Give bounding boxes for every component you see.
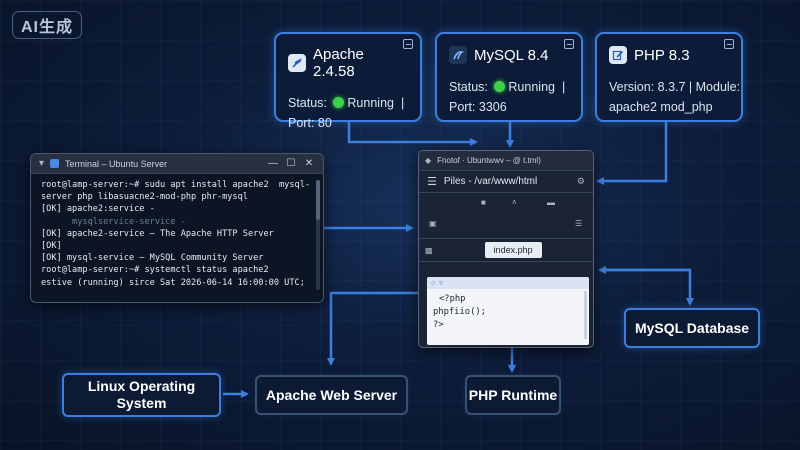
terminal-line: estive (running) sirce Sat 2026-06-14 16… [41, 277, 305, 288]
file-window-title: Fnotof · Ubuntwwv – @ t.tml) [437, 156, 541, 165]
terminal-window[interactable]: ▾ Terminal – Ubuntu Server — ☐ ✕ root@la… [30, 153, 324, 303]
apache-status-line: Status: Running | [288, 96, 405, 110]
ai-generated-badge: AI生成 [12, 11, 82, 39]
mysql-status-value: Running [508, 80, 555, 94]
toolbar-icon[interactable]: ▬ [547, 198, 555, 207]
linux-os-box[interactable]: Linux Operating System [62, 373, 221, 417]
maximize-icon[interactable]: ☐ [286, 158, 296, 169]
apache-web-server-box[interactable]: Apache Web Server [255, 375, 408, 415]
app-menu-icon[interactable]: ◆ [425, 156, 432, 165]
code-line: <?php [439, 294, 466, 304]
terminal-output[interactable]: root@lamp-server:~# sudu apt install apa… [31, 174, 323, 293]
terminal-app-icon [50, 159, 60, 168]
divider [419, 261, 593, 277]
mysql-database-box[interactable]: MySQL Database [624, 308, 760, 348]
filter-icon[interactable]: ▿ [439, 280, 443, 287]
apache-service-card[interactable]: Apache 2.4.58 Status: Running | Port: 80 [274, 32, 422, 130]
path-bar[interactable]: ☰ Piles - /var/www/html ⚙ [419, 171, 593, 193]
mysql-version-title: MySQL 8.4 [474, 46, 549, 64]
terminal-line: root@lamp-server:~# systemctl status apa… [41, 265, 269, 276]
current-path: Piles - /var/www/html [443, 176, 538, 187]
php-version-title: PHP 8.3 [634, 46, 690, 64]
settings-icon[interactable]: ⚙ [576, 176, 585, 186]
apache-feather-icon [288, 54, 306, 72]
terminal-line: root@lamp-server:~# sudu apt install apa… [41, 180, 311, 190]
tab-row: ▩ index.php [419, 239, 593, 261]
terminal-line: [OK] apache2-service – The Apache HTTP S… [41, 228, 274, 239]
close-icon[interactable]: ✕ [304, 158, 314, 169]
terminal-title: Terminal – Ubuntu Server [65, 158, 168, 169]
code-content[interactable]: <?php phpfiio(); ?> [427, 289, 589, 336]
toolbar-icon[interactable]: ■ [481, 198, 486, 207]
file-editor-window[interactable]: ◆ Fnotof · Ubuntwwv – @ t.tml) ☰ Piles -… [418, 150, 594, 348]
tab-index-php[interactable]: index.php [484, 242, 542, 258]
minimize-icon[interactable]: — [268, 158, 278, 169]
mysql-service-card[interactable]: MySQL 8.4 Status: Running | Port: 3306 [435, 32, 583, 122]
terminal-line: [OK] mysql-service – MySQL Community Ser… [41, 253, 264, 264]
status-green-icon [494, 81, 506, 92]
php-version-line: Version: 8.3.7 | Module: [609, 80, 741, 94]
wire-php-to-files [596, 122, 668, 185]
php-service-card[interactable]: PHP 8.3 Version: 8.3.7 | Module: apache2… [595, 32, 743, 122]
php-module-line: apache2 mod_php [609, 100, 713, 114]
chevron-down-icon[interactable]: ▾ [39, 158, 45, 169]
menu-icon[interactable]: ☰ [427, 176, 437, 188]
code-line: ?> [433, 320, 444, 330]
apache-version-title: Apache 2.4.58 [313, 46, 364, 80]
terminal-scrollbar[interactable] [316, 180, 320, 290]
terminal-titlebar[interactable]: ▾ Terminal – Ubuntu Server — ☐ ✕ [31, 154, 323, 174]
mysql-port: Port: 3306 [449, 100, 507, 114]
code-line: phpfiio(); [433, 307, 486, 317]
minimize-icon[interactable] [724, 39, 734, 49]
code-editor[interactable]: ○ ▿ <?php phpfiio(); ?> [427, 277, 589, 345]
php-edit-icon [609, 46, 627, 64]
status-green-icon [333, 97, 345, 108]
editor-toolbar: ○ ▿ [427, 277, 589, 289]
minimize-icon[interactable] [564, 39, 574, 49]
file-icon: ▩ [425, 245, 433, 255]
folder-icon[interactable]: ▣ [429, 219, 437, 228]
mysql-status-line: Status: Running | [449, 80, 566, 94]
up-icon[interactable]: ˄ [512, 198, 517, 207]
toolbar: ■ ˄ ▬ ▣ ☰ [419, 193, 593, 239]
file-window-titlebar[interactable]: ◆ Fnotof · Ubuntwwv – @ t.tml) [419, 151, 593, 171]
wire-files-to-apache [327, 291, 418, 366]
php-runtime-box[interactable]: PHP Runtime [465, 375, 561, 415]
apache-port: Port: 80 [288, 116, 332, 130]
mysql-dolphin-icon [449, 46, 467, 64]
terminal-line: [OK] [41, 241, 62, 252]
minimize-icon[interactable] [403, 39, 413, 49]
list-view-icon[interactable]: ☰ [575, 219, 583, 228]
editor-scrollbar[interactable] [584, 291, 587, 339]
apache-status-value: Running [347, 96, 394, 110]
terminal-line: [OK] apache2:service - [41, 204, 155, 215]
terminal-line: mysqlservice-service - [41, 216, 186, 227]
terminal-line: server php libasuacne2-mod-php phr-mysql [41, 192, 248, 203]
wire-files-to-db [605, 268, 694, 306]
circle-icon[interactable]: ○ [431, 279, 436, 287]
